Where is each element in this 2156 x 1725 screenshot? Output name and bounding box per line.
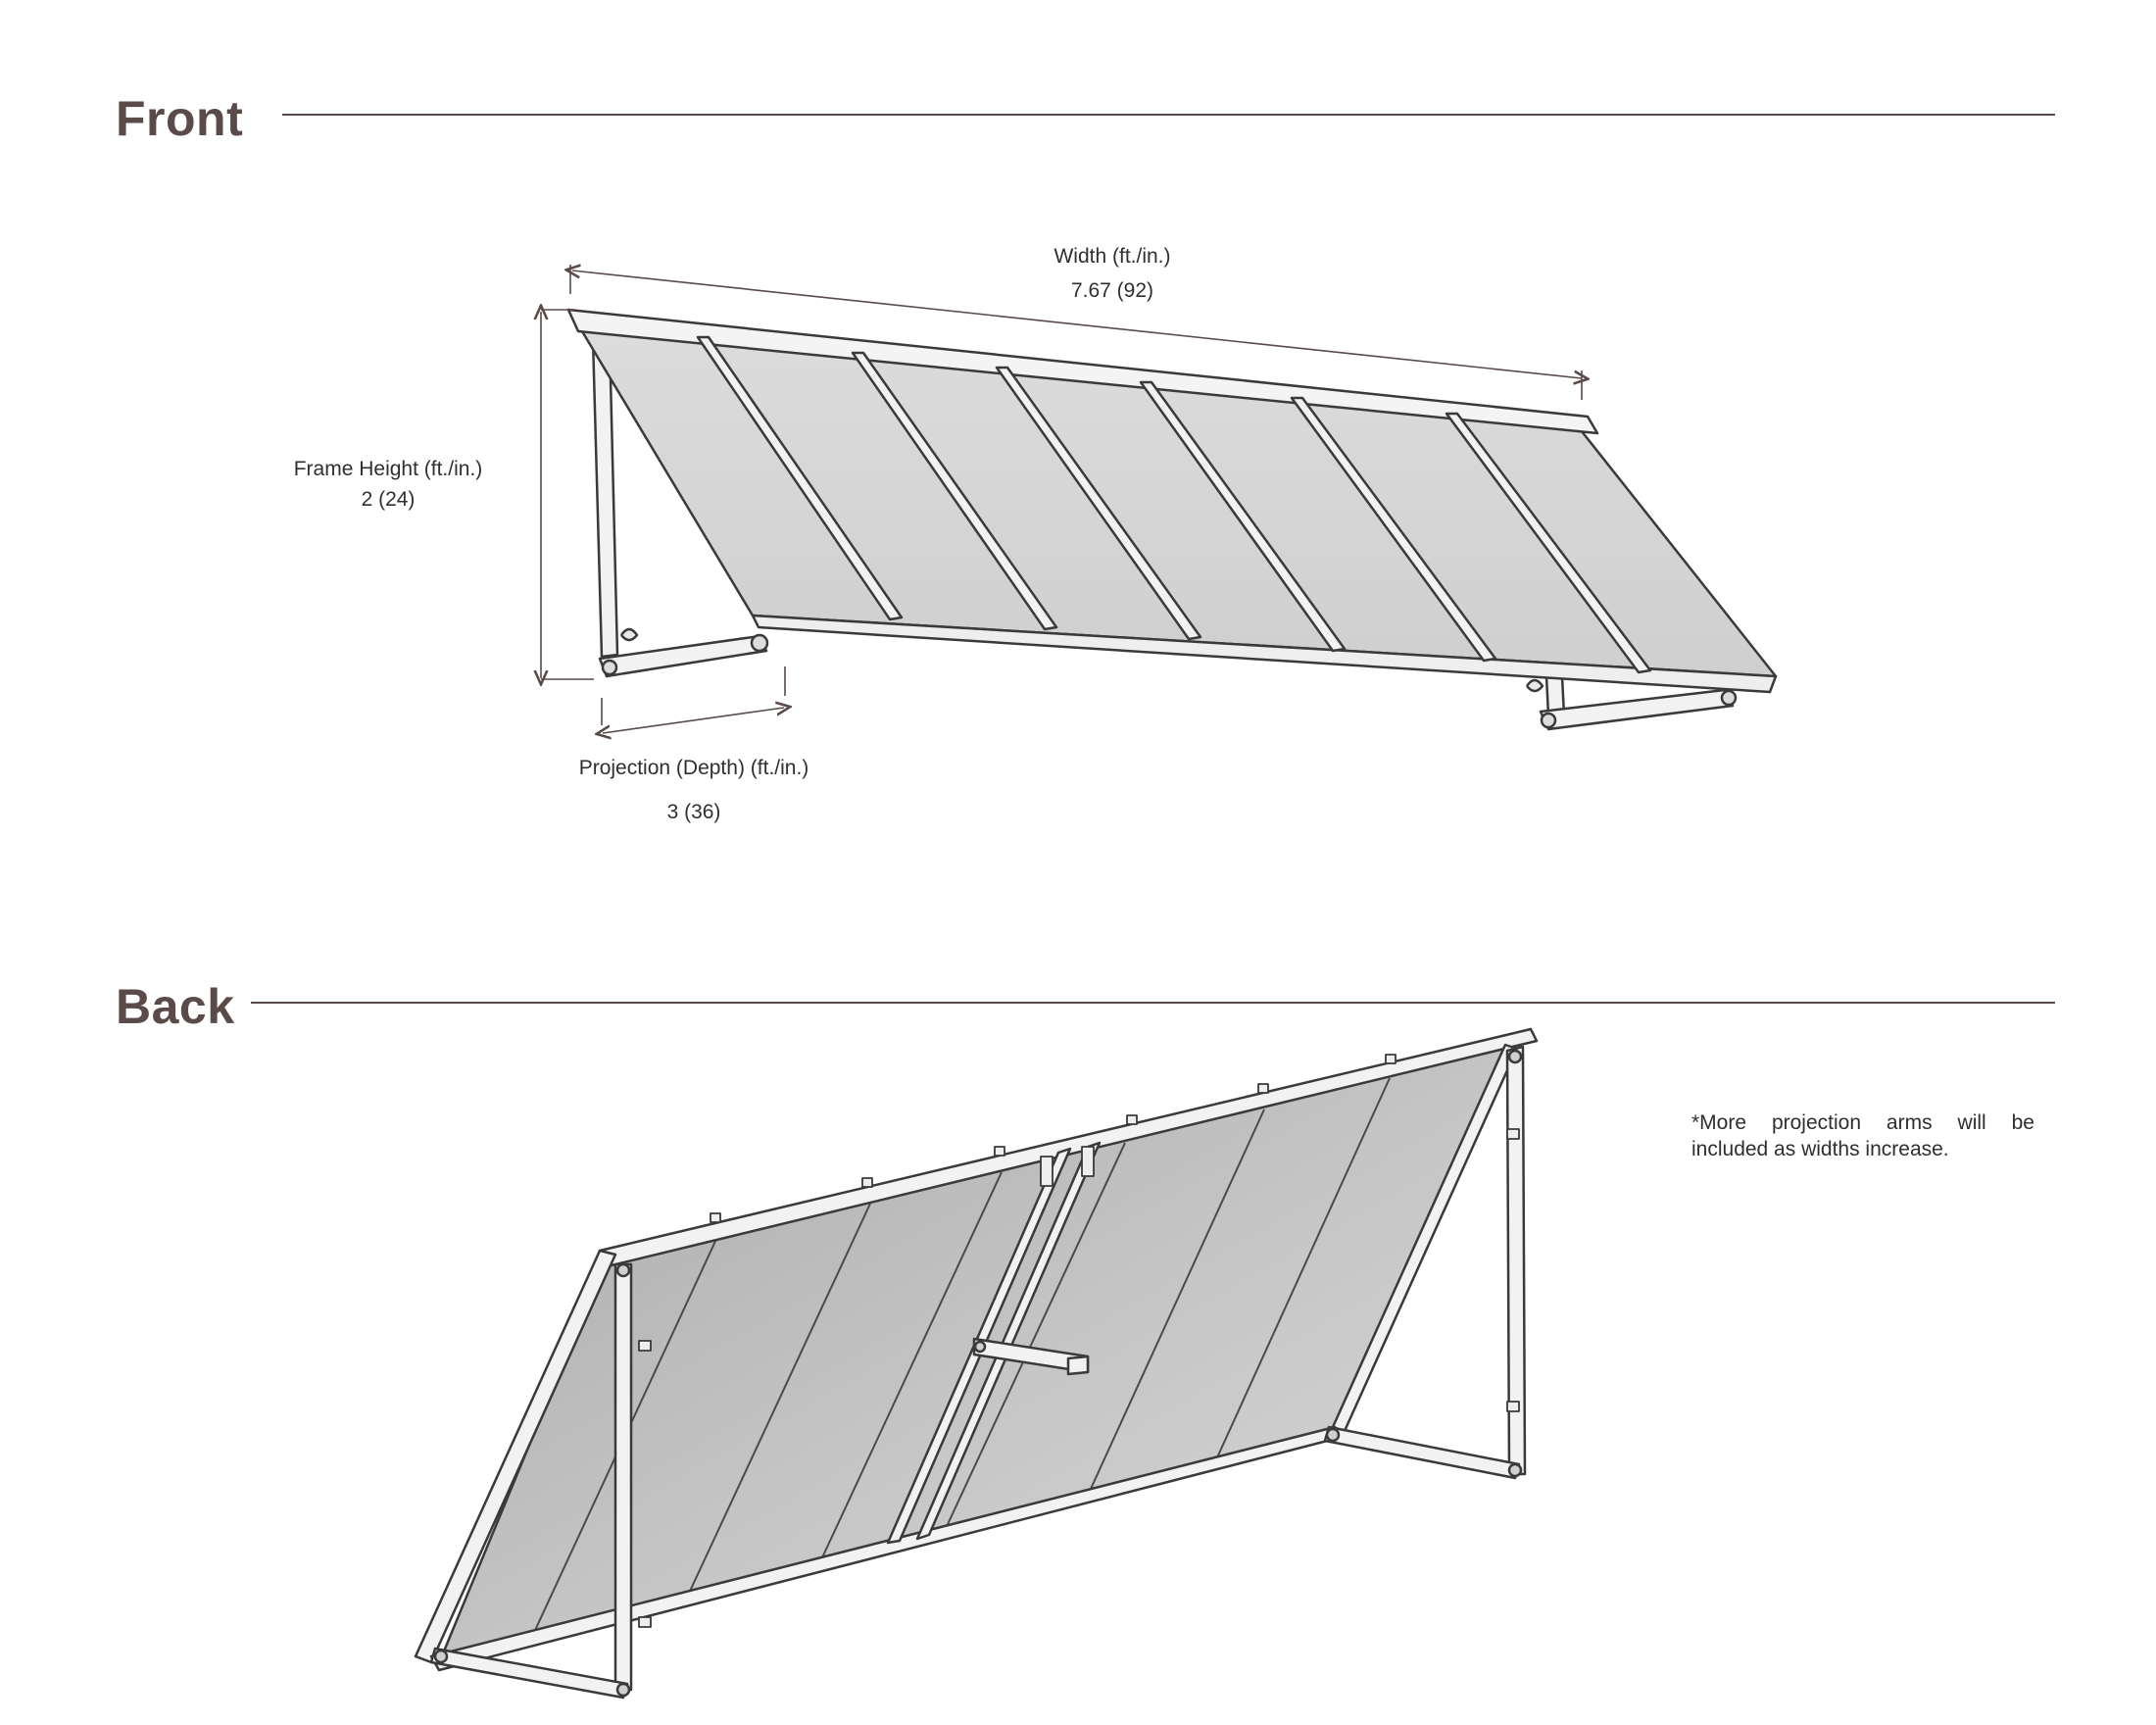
projection-arms-note: *More projection arms will be included a… [1691, 1111, 2034, 1160]
front-dimension-lines [541, 265, 1582, 733]
frame-height-dimension-value: 2 (24) [361, 488, 416, 511]
front-panel-ribs [696, 335, 1652, 674]
back-left-bracket [429, 1262, 633, 1700]
back-top-clips [638, 1054, 1520, 1628]
front-awning-drawing [566, 308, 1778, 731]
back-center-support [886, 1141, 1102, 1545]
width-dimension-value: 7.67 (92) [1070, 279, 1154, 302]
back-section-title: Back [116, 979, 235, 1034]
projection-dimension-line [603, 708, 784, 733]
back-divider [251, 1002, 2055, 1004]
front-left-bracket [591, 336, 769, 678]
projection-dimension-label: Projection (Depth) (ft./in.) [578, 757, 809, 779]
width-dimension-line [572, 271, 1582, 378]
front-right-bracket [1525, 674, 1738, 731]
width-dimension-label: Width (ft./in.) [1054, 245, 1171, 268]
front-drip-edge [751, 614, 1778, 694]
front-divider [282, 114, 2055, 116]
frame-height-dimension-label: Frame Height (ft./in.) [293, 458, 483, 480]
projection-dimension-value: 3 (36) [666, 801, 721, 823]
back-right-bracket [1323, 1045, 1527, 1480]
back-awning-drawing [414, 1027, 1539, 1700]
front-section-title: Front [116, 91, 244, 146]
